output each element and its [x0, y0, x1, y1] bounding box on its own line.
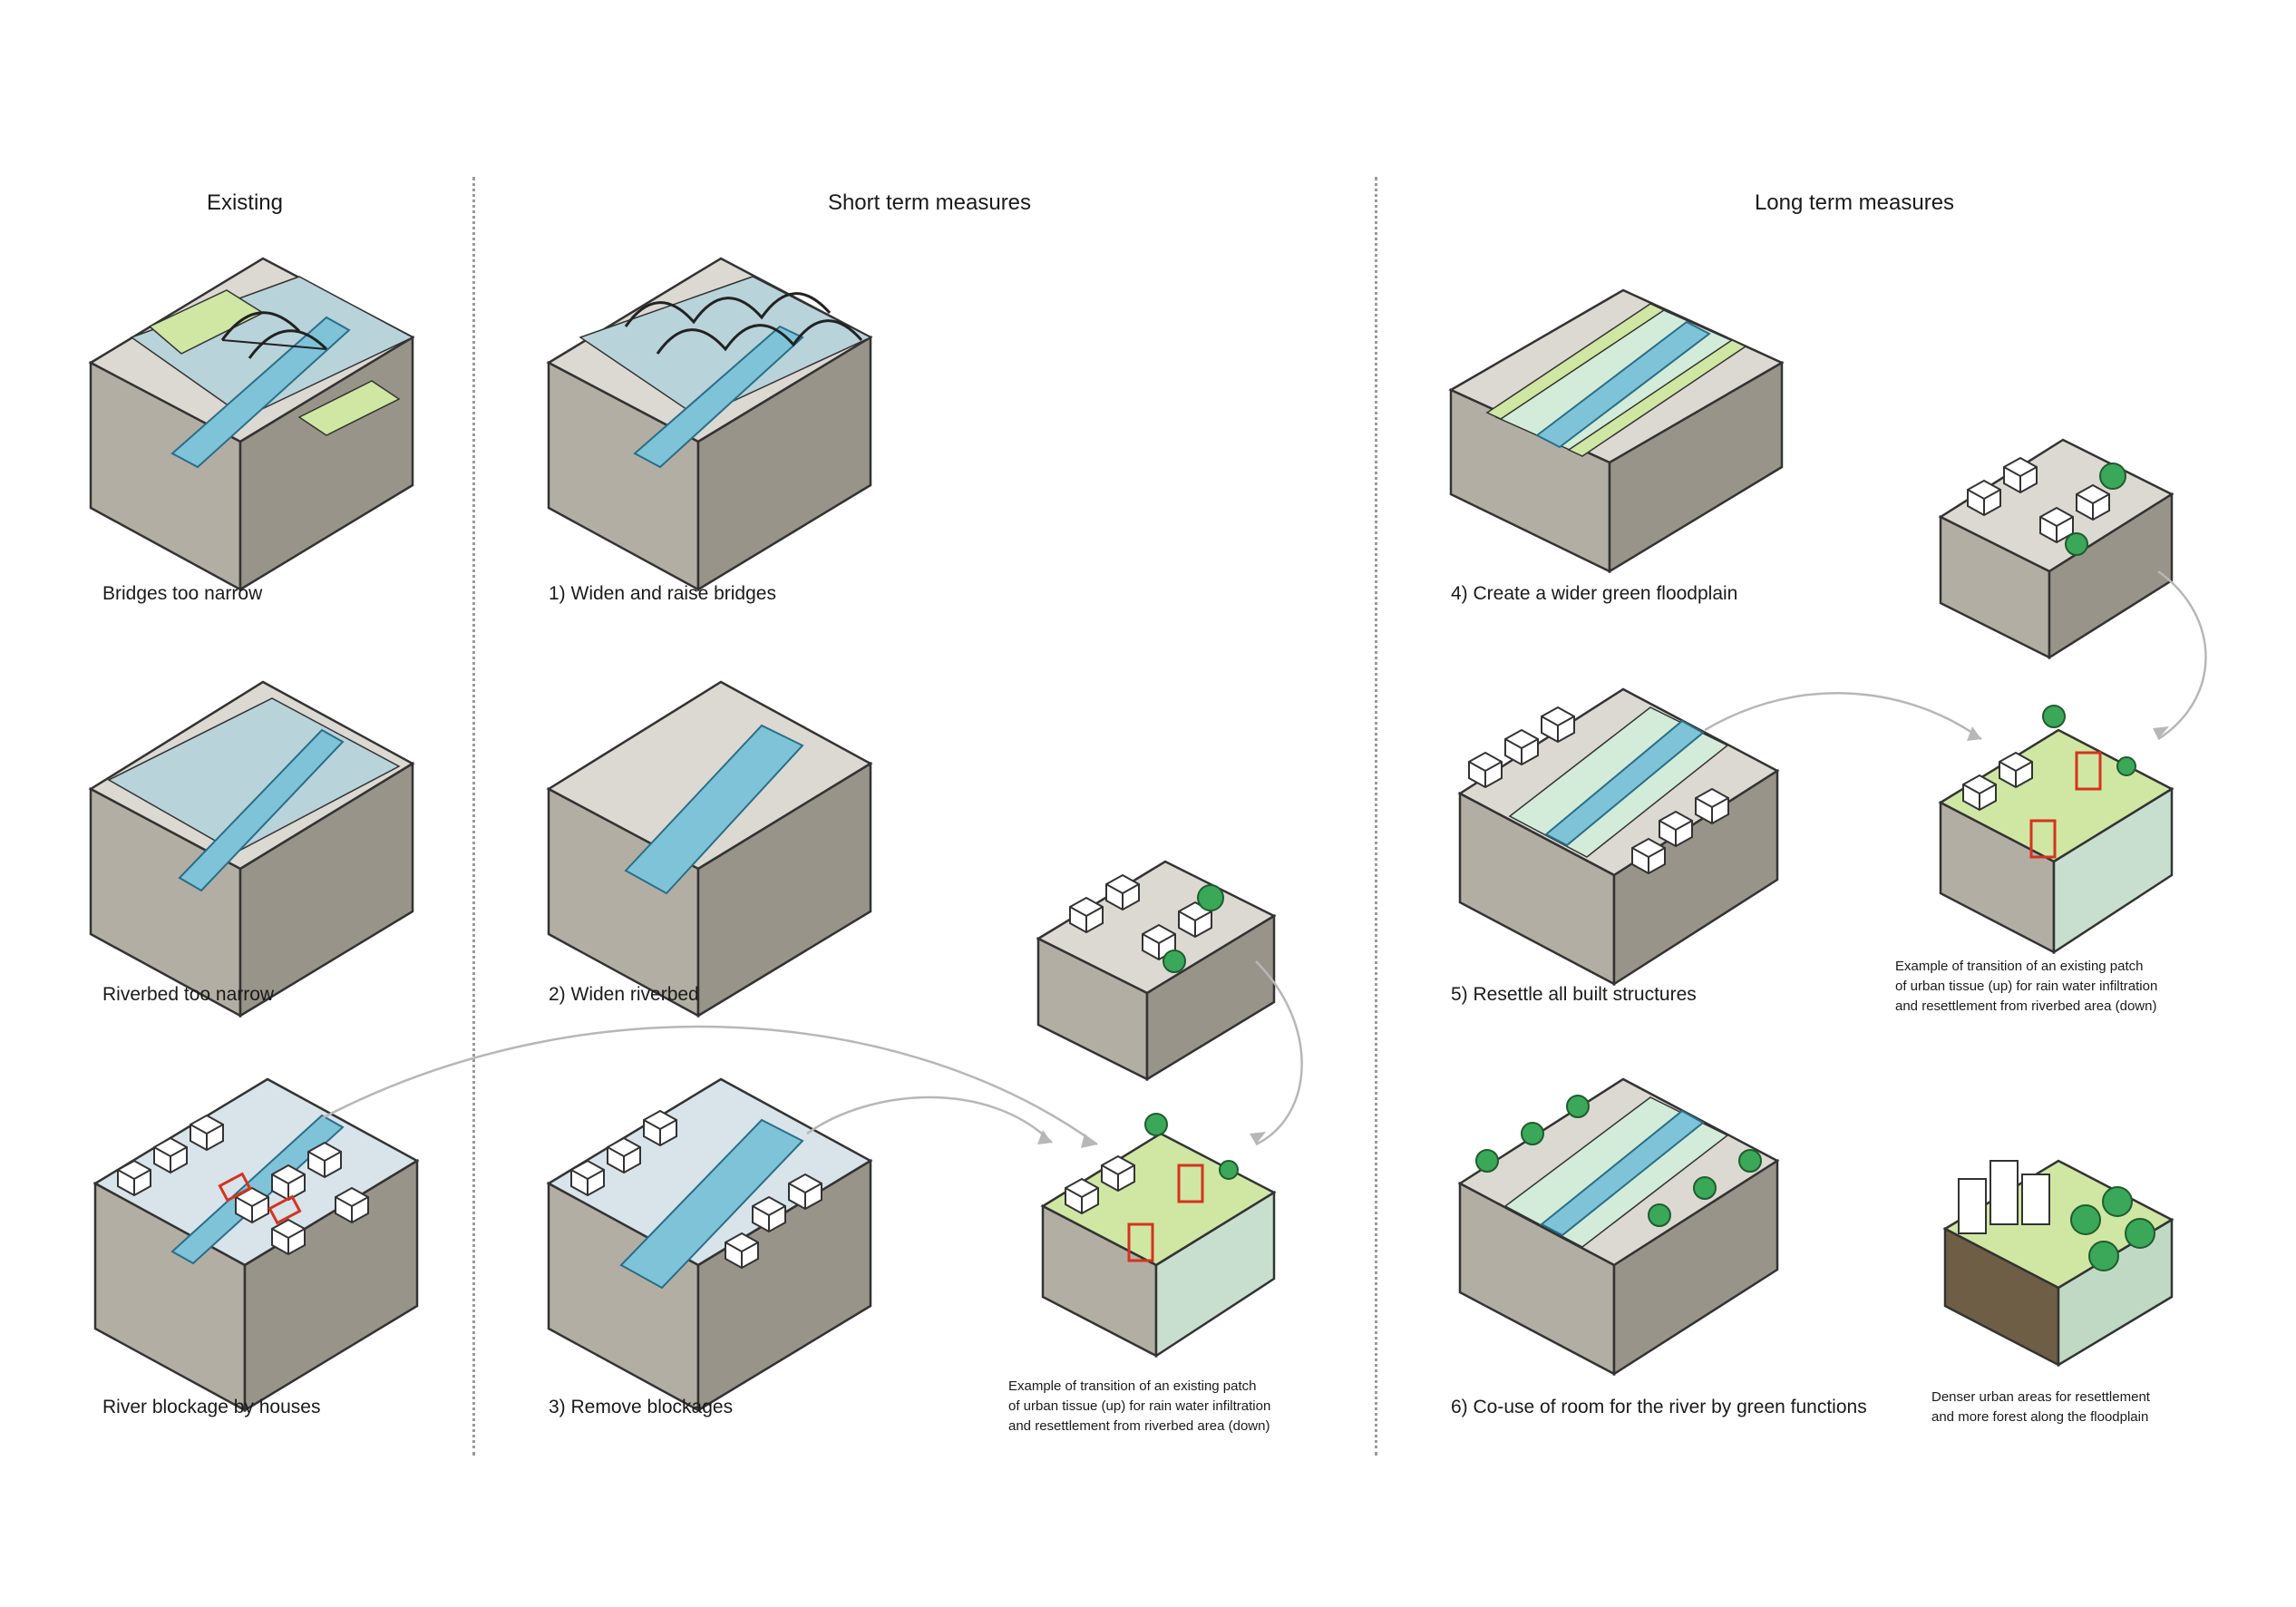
column-title-short-term: Short term measures [827, 190, 1032, 215]
block-resettle-structures [1457, 687, 1780, 987]
block-co-use-green [1457, 1077, 1780, 1377]
block-denser-urban-forest [1942, 1159, 2174, 1368]
caption-riverbed-too-narrow: Riverbed too narrow [102, 984, 275, 1005]
caption-widen-riverbed: 2) Widen riverbed [549, 984, 699, 1005]
block-transition-down-short [1040, 1113, 1277, 1359]
block-widen-riverbed [546, 680, 873, 1018]
note-line: Denser urban areas for resettlement [1931, 1389, 2150, 1405]
caption-co-use-green: 6) Co-use of room for the river by green… [1451, 1397, 1867, 1417]
note-line: of urban tissue (up) for rain water infi… [1008, 1398, 1271, 1414]
caption-green-floodplain: 4) Create a wider green floodplain [1451, 583, 1738, 604]
block-widen-raise-bridges [546, 257, 873, 592]
column-title-long-term: Long term measures [1754, 190, 1955, 215]
block-bridges-too-narrow [88, 257, 415, 592]
block-river-blockage [92, 1077, 420, 1413]
caption-remove-blockages: 3) Remove blockages [549, 1397, 734, 1417]
block-remove-blockages [546, 1077, 873, 1413]
note-line: and more forest along the floodplain [1931, 1409, 2149, 1425]
block-transition-down-long [1938, 705, 2174, 955]
note-line: and resettlement from riverbed area (dow… [1895, 998, 2157, 1014]
block-riverbed-too-narrow [88, 680, 415, 1018]
note-transition-short: Example of transition of an existing pat… [1008, 1377, 1270, 1437]
note-line: Example of transition of an existing pat… [1895, 959, 2144, 974]
column-title-existing: Existing [206, 190, 284, 215]
block-transition-up-short [1036, 860, 1277, 1082]
note-denser-urban: Denser urban areas for resettlement and … [1931, 1388, 2150, 1427]
block-transition-up-long [1938, 438, 2174, 660]
note-line: and resettlement from riverbed area (dow… [1008, 1418, 1270, 1434]
column-divider-left [472, 177, 475, 1456]
caption-widen-raise-bridges: 1) Widen and raise bridges [549, 583, 776, 604]
note-line: Example of transition of an existing pat… [1008, 1378, 1257, 1394]
column-divider-right [1375, 177, 1377, 1456]
caption-resettle-structures: 5) Resettle all built structures [1451, 984, 1697, 1005]
caption-river-blockage: River blockage by houses [102, 1397, 321, 1417]
block-wider-green-floodplain [1448, 288, 1785, 574]
note-line: of urban tissue (up) for rain water infi… [1895, 979, 2158, 994]
connector-arrows [321, 570, 2207, 1146]
caption-bridges-too-narrow: Bridges too narrow [102, 583, 263, 604]
arrow-heads [1037, 726, 2169, 1148]
note-transition-long: Example of transition of an existing pat… [1895, 957, 2157, 1017]
